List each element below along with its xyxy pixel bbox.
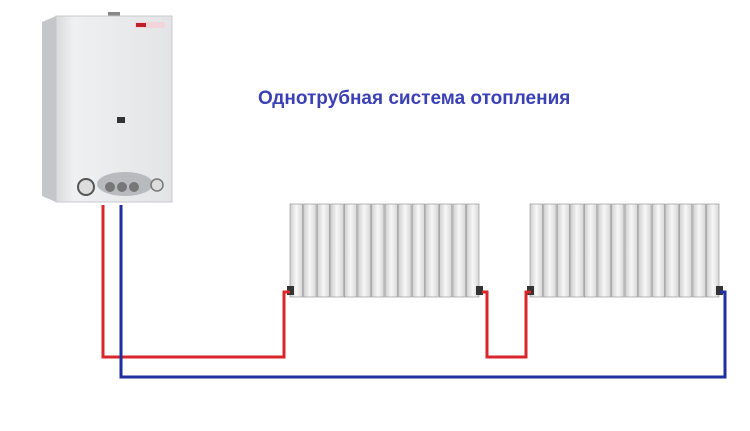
radiator-section [316,203,331,298]
radiator-section [452,203,466,298]
radiator-section [706,203,720,298]
radiator-section [438,203,453,298]
radiator-section [624,203,638,298]
radiators [287,203,723,298]
radiator-section [597,203,611,298]
radiator-valve [476,286,483,295]
radiator-section [357,203,371,298]
boiler-knob [105,182,115,192]
boiler-knob [117,182,127,192]
radiator-section [384,203,398,298]
radiator-valve [716,286,723,295]
boiler-knob [129,182,139,192]
radiator-section [583,203,598,298]
gas-boiler [42,12,173,203]
boiler-indicator [117,117,125,123]
radiator-section [692,203,706,298]
radiator-section [678,203,693,298]
radiator-section [570,203,584,298]
radiator-section [529,203,543,298]
radiator-section [330,203,344,298]
radiator-valve [287,286,294,295]
radiator-section [425,203,439,298]
radiator-section [398,203,412,298]
radiator [287,203,483,298]
radiator-section [466,203,480,298]
radiator-section [303,203,317,298]
radiator [527,203,723,298]
radiator-section [556,203,571,298]
radiator-section [343,203,358,298]
radiator-section [411,203,426,298]
radiator-section [543,203,557,298]
radiator-section [665,203,679,298]
radiator-section [638,203,652,298]
diagram-title: Однотрубная система отопления [258,88,571,109]
radiator-section [289,203,303,298]
supply-pipe [101,205,290,359]
radiator-section [651,203,666,298]
radiator-section [371,203,385,298]
boiler-display [77,178,95,196]
supply-pipe-link [482,290,531,359]
radiator-section [611,203,625,298]
return-pipe [119,205,727,379]
